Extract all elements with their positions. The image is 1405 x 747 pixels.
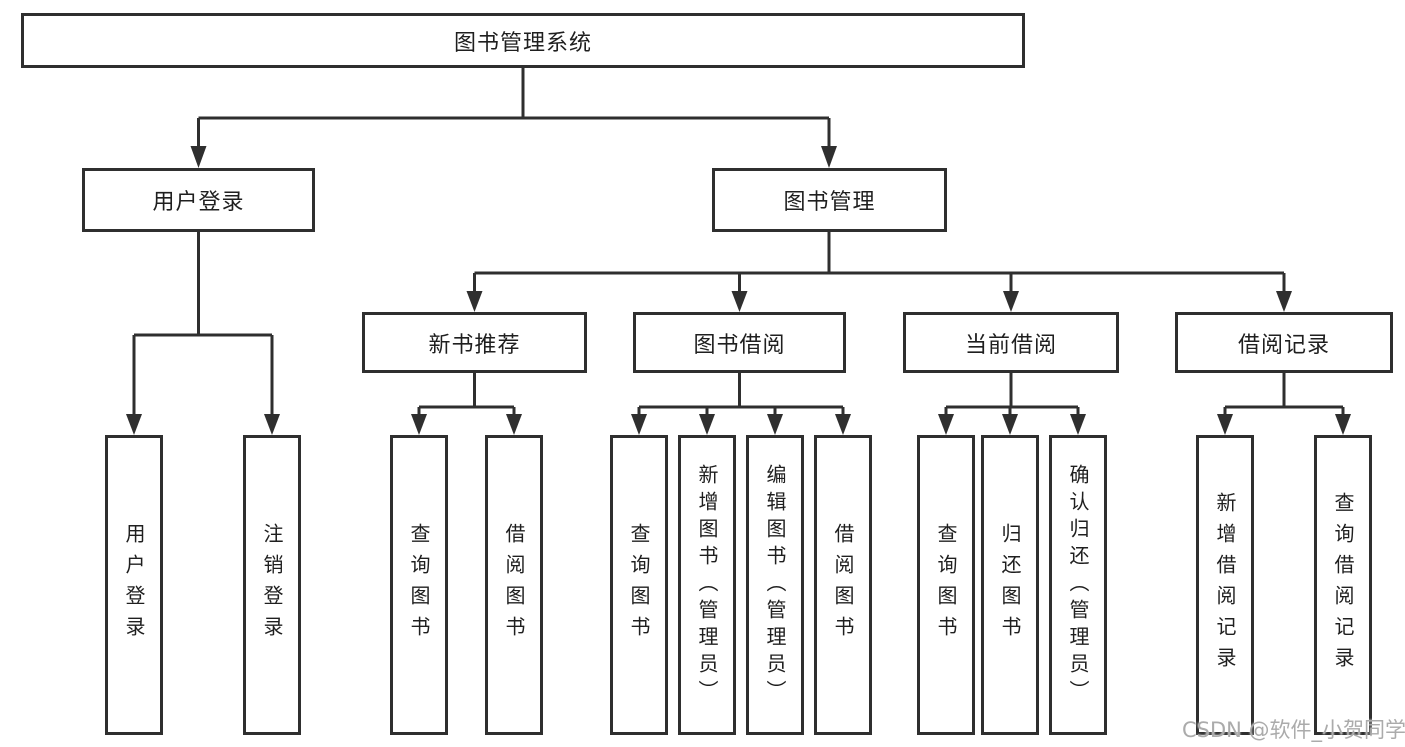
node-label: 用户登录 [152, 190, 245, 215]
node-label: 图书管理 [783, 190, 876, 215]
leaf-label: 查询借阅记录 [1331, 492, 1355, 678]
leaf-label: 新增借阅记录 [1213, 492, 1237, 678]
leaf-label: 归还图书 [998, 523, 1022, 647]
leaf-label: 查询图书 [407, 523, 431, 647]
arrowhead-icons [126, 146, 1351, 435]
leaf-label: 查询图书 [627, 523, 651, 647]
leaf-query-books: 查询图书 [917, 435, 975, 735]
node-book-management: 图书管理 [712, 168, 947, 232]
node-label: 新书推荐 [428, 332, 521, 358]
leaf-label: 编辑图书（管理员） [763, 463, 787, 707]
node-user-login: 用户登录 [82, 168, 315, 232]
leaf-add-borrow-record: 新增借阅记录 [1196, 435, 1254, 735]
leaf-return-books: 归还图书 [981, 435, 1039, 735]
leaf-add-books-admin: 新增图书（管理员） [678, 435, 736, 735]
leaf-borrow-books: 借阅图书 [485, 435, 543, 735]
node-label: 借阅记录 [1237, 332, 1330, 358]
node-root-label: 图书管理系统 [453, 30, 592, 56]
leaf-query-borrow-record: 查询借阅记录 [1314, 435, 1372, 735]
node-label: 当前借阅 [964, 332, 1057, 358]
leaf-label: 确认归还（管理员） [1066, 463, 1090, 707]
leaf-query-books: 查询图书 [390, 435, 448, 735]
leaf-confirm-return-admin: 确认归还（管理员） [1049, 435, 1107, 735]
node-current-borrow: 当前借阅 [903, 312, 1119, 373]
leaf-logout: 注销登录 [243, 435, 301, 735]
leaf-label: 注销登录 [260, 523, 284, 647]
node-label: 图书借阅 [693, 332, 786, 358]
node-root-system: 图书管理系统 [21, 13, 1025, 68]
leaf-label: 新增图书（管理员） [695, 463, 719, 707]
leaf-label: 用户登录 [122, 523, 146, 647]
leaf-label: 借阅图书 [831, 523, 855, 647]
leaf-edit-books-admin: 编辑图书（管理员） [746, 435, 804, 735]
leaf-label: 查询图书 [934, 523, 958, 647]
leaf-query-books: 查询图书 [610, 435, 668, 735]
leaf-label: 借阅图书 [502, 523, 526, 647]
csdn-watermark: CSDN @软件_小贺同学 [1182, 718, 1405, 742]
leaf-user-login: 用户登录 [105, 435, 163, 735]
node-new-book-recommend: 新书推荐 [362, 312, 587, 373]
node-book-borrow: 图书借阅 [633, 312, 846, 373]
leaf-borrow-books: 借阅图书 [814, 435, 872, 735]
node-borrow-records: 借阅记录 [1175, 312, 1393, 373]
